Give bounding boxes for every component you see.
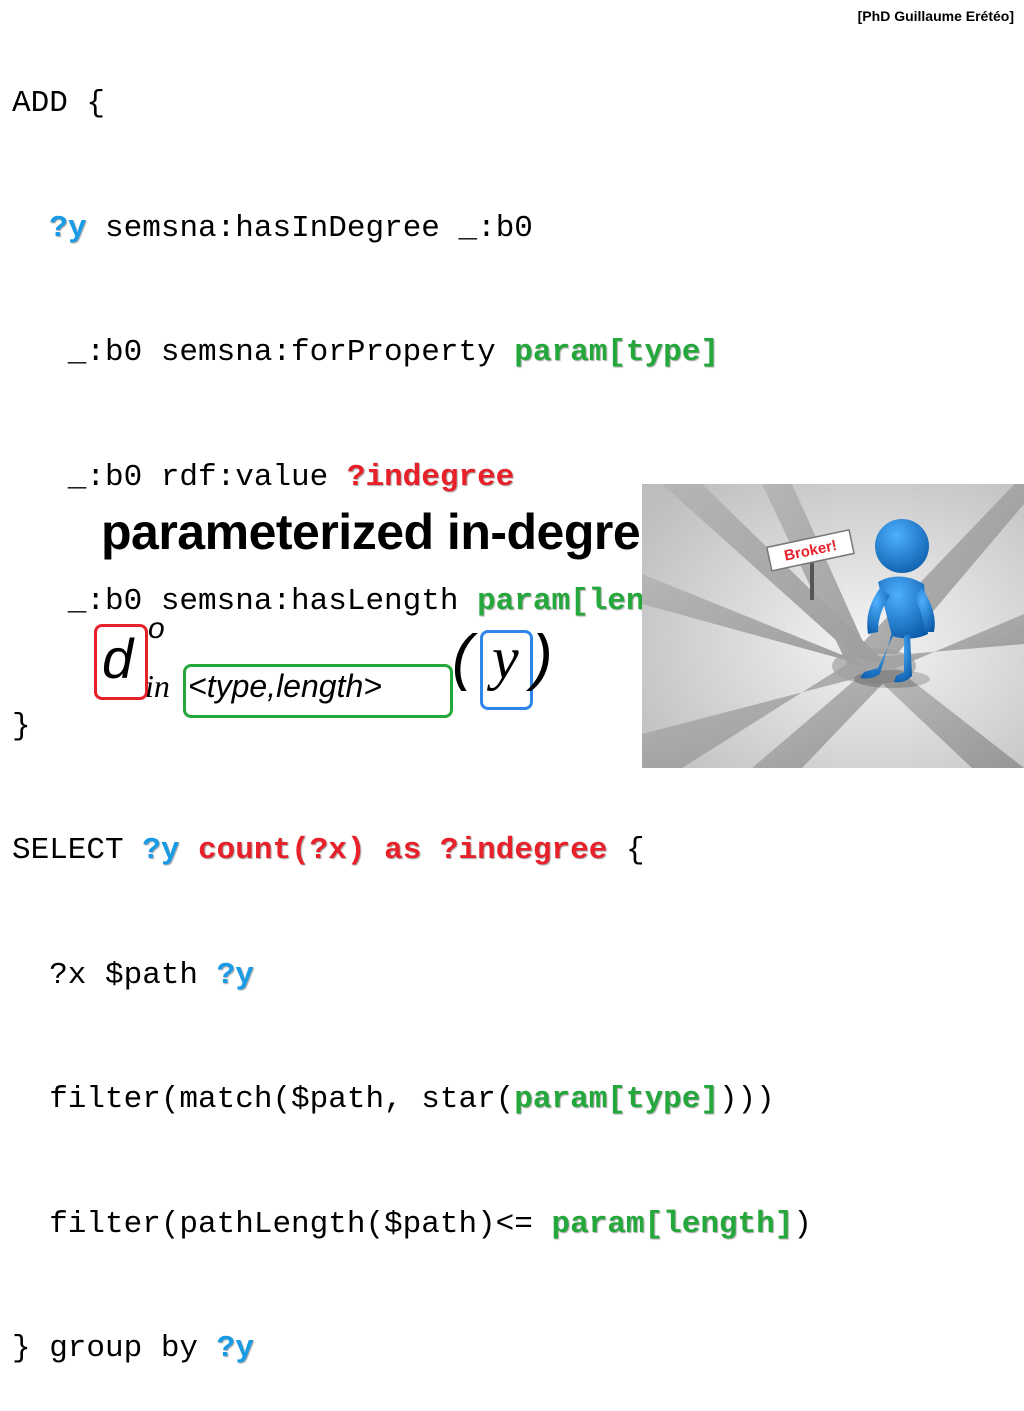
broker-illustration: Broker! — [642, 484, 1024, 768]
indegree-formula: d o in <type,length> ( y ) — [0, 0, 640, 768]
broker-image: Broker! — [642, 484, 1024, 768]
code-text: _:b0 semsna:hasLength — [12, 584, 478, 619]
code-text: { — [607, 833, 645, 868]
parameters-highlight-box — [183, 664, 453, 718]
code-variable: ?y — [49, 210, 87, 246]
code-variable: ?y — [216, 957, 254, 993]
d-highlight-box — [94, 624, 148, 700]
person-figure-icon — [854, 519, 935, 688]
code-variable: ?y — [216, 1331, 254, 1366]
code-space — [179, 833, 198, 868]
slide-heading: parameterized in-degree — [101, 504, 668, 560]
code-aggregate: count(?x) as ?indegree — [198, 833, 608, 868]
code-text: SELECT — [12, 833, 143, 868]
roads-icon — [642, 484, 1024, 768]
code-line-1: ADD { — [12, 83, 812, 125]
code-line-3: _:b0 semsna:forProperty param[type] — [12, 332, 812, 374]
code-text: _:b0 semsna:forProperty — [12, 335, 515, 370]
signpost-icon: Broker! — [765, 529, 855, 600]
code-text: ADD { — [12, 86, 106, 121]
code-line-4: _:b0 rdf:value ?indegree — [12, 457, 812, 499]
code-line-6: } — [12, 706, 812, 748]
code-line-7: SELECT ?y count(?x) as ?indegree { — [12, 830, 812, 872]
code-parameter: param[type] — [514, 1082, 719, 1117]
code-variable: ?y — [142, 833, 180, 868]
formula-superscript: o — [148, 612, 165, 645]
formula-left-paren: ( — [452, 623, 473, 692]
road-hub — [832, 648, 916, 684]
code-text: semsna:hasInDegree _:b0 — [86, 210, 533, 246]
code-text: _:b0 rdf:value — [12, 459, 347, 495]
y-highlight-box — [480, 630, 533, 710]
code-text: ) — [793, 1206, 812, 1242]
code-line-11: } group by ?y — [12, 1328, 812, 1370]
code-line-2: ?y semsna:hasInDegree _:b0 — [12, 208, 812, 250]
code-parameter: param[type] — [514, 335, 719, 370]
code-line-10: filter(pathLength($path)<= param[length]… — [12, 1204, 812, 1246]
code-line-8: ?x $path ?y — [12, 955, 812, 997]
code-line-9: filter(match($path, star(param[type]))) — [12, 1079, 812, 1121]
code-parameter: param[length] — [551, 1206, 794, 1242]
formula-d: d — [102, 627, 134, 690]
code-text: ))) — [718, 1082, 775, 1117]
code-text: ?x $path — [12, 957, 217, 993]
code-text: } — [12, 708, 31, 744]
code-text: filter(match($path, star( — [12, 1082, 515, 1117]
code-text: } group by — [12, 1331, 217, 1366]
formula-y: y — [492, 625, 519, 691]
author-credit: [PhD Guillaume Erétéo] — [857, 8, 1014, 24]
formula-in-subscript: in — [145, 668, 170, 704]
code-variable: ?indegree — [346, 459, 515, 495]
formula-right-paren: ) — [532, 623, 553, 692]
formula-parameters: <type,length> — [188, 668, 382, 704]
code-text: filter(pathLength($path)<= — [12, 1206, 552, 1242]
